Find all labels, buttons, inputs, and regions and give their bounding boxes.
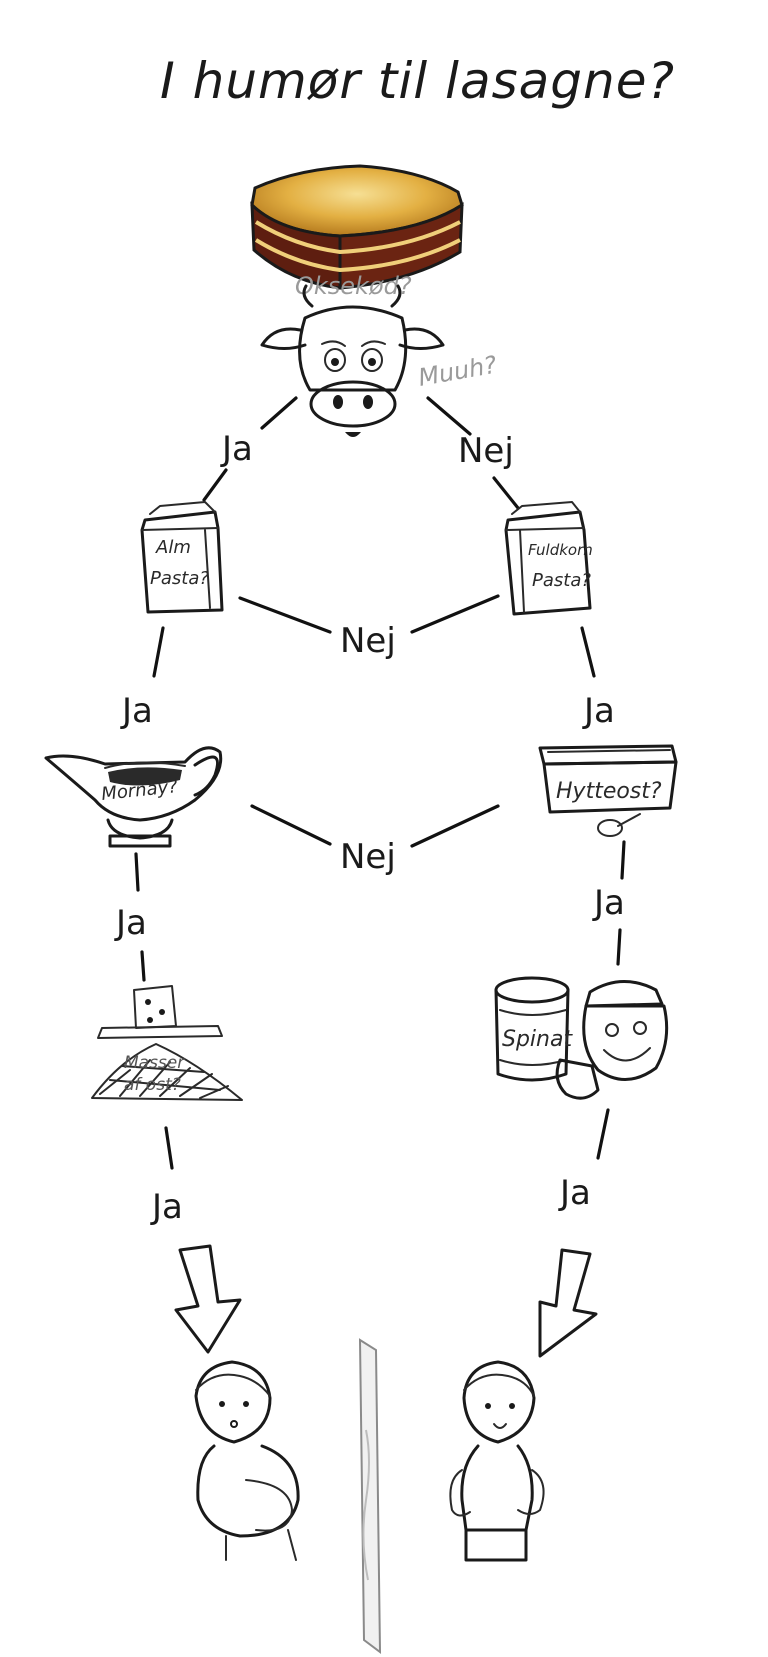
chubby-boy-icon — [194, 1360, 300, 1561]
connector-cottage-down-lower — [616, 928, 622, 966]
spinach-label: Spinat — [502, 1027, 573, 1052]
connector-cow-right-lower — [492, 476, 520, 510]
connector-cow-left-lower — [202, 468, 228, 502]
connector-sauce-cross-right — [410, 804, 500, 848]
connector-cheese-down — [164, 1126, 174, 1170]
gravy-boat-icon — [44, 746, 223, 848]
connector-plain-down — [152, 626, 165, 678]
cheese-grater-icon — [91, 985, 243, 1101]
connector-pasta-cross-left — [238, 596, 332, 634]
edge-label-plain-down: Ja — [120, 691, 153, 731]
connector-sauce-cross-left — [250, 804, 332, 846]
whole-pasta-label-line2: Pasta? — [532, 570, 591, 591]
connector-cow-left-upper — [260, 396, 298, 430]
outcome-arrow-right-icon — [538, 1248, 598, 1358]
edge-label-spinach-down: Ja — [558, 1173, 591, 1213]
connector-whole-down — [580, 626, 596, 678]
mirror-icon — [358, 1338, 382, 1655]
pasta-bag-icon-plain — [140, 501, 224, 614]
sailor-face-icon — [555, 980, 669, 1100]
plain-pasta-label-line1: Alm — [155, 537, 191, 558]
cottage-cheese-label: Hyttеost? — [556, 779, 662, 804]
edge-label-sauce-cross: Nej — [340, 837, 396, 877]
connector-cottage-down-upper — [620, 840, 626, 880]
grated-cheese-label-line1: Masser — [124, 1053, 185, 1073]
edge-label-whole-down: Ja — [582, 691, 615, 731]
connector-spinach-down — [596, 1108, 610, 1160]
edge-label-cow-right: Nej — [458, 431, 514, 471]
lasagne-icon — [250, 164, 464, 290]
edge-label-pasta-cross: Nej — [340, 621, 396, 661]
connector-cow-right-upper — [426, 396, 472, 436]
edge-label-cow-left: Ja — [220, 429, 253, 469]
connector-mornay-down-lower — [140, 950, 146, 982]
edge-label-cottage-down: Ja — [592, 883, 625, 923]
connector-pasta-cross-right — [410, 594, 500, 634]
cottage-cheese-box-icon — [538, 744, 678, 837]
whole-pasta-label-line1: Fuldkorn — [528, 541, 593, 559]
plain-pasta-label-line2: Pasta? — [150, 568, 209, 589]
fit-boy-icon — [449, 1360, 545, 1562]
outcome-arrow-left-icon — [174, 1244, 242, 1354]
edge-label-mornay-down: Ja — [114, 903, 147, 943]
edge-label-cheese-down: Ja — [150, 1187, 183, 1227]
connector-mornay-down-upper — [134, 852, 140, 892]
pasta-bag-icon-wholegrain — [504, 501, 592, 616]
spinach-can-icon — [494, 976, 570, 1082]
grated-cheese-label-line2: af ost? — [124, 1075, 181, 1095]
cow-question-label: Muuh? — [416, 351, 499, 392]
meat-question-label: Oksekød? — [295, 272, 412, 300]
cow-icon — [260, 284, 445, 437]
page-title: I humør til lasagne? — [160, 52, 675, 110]
